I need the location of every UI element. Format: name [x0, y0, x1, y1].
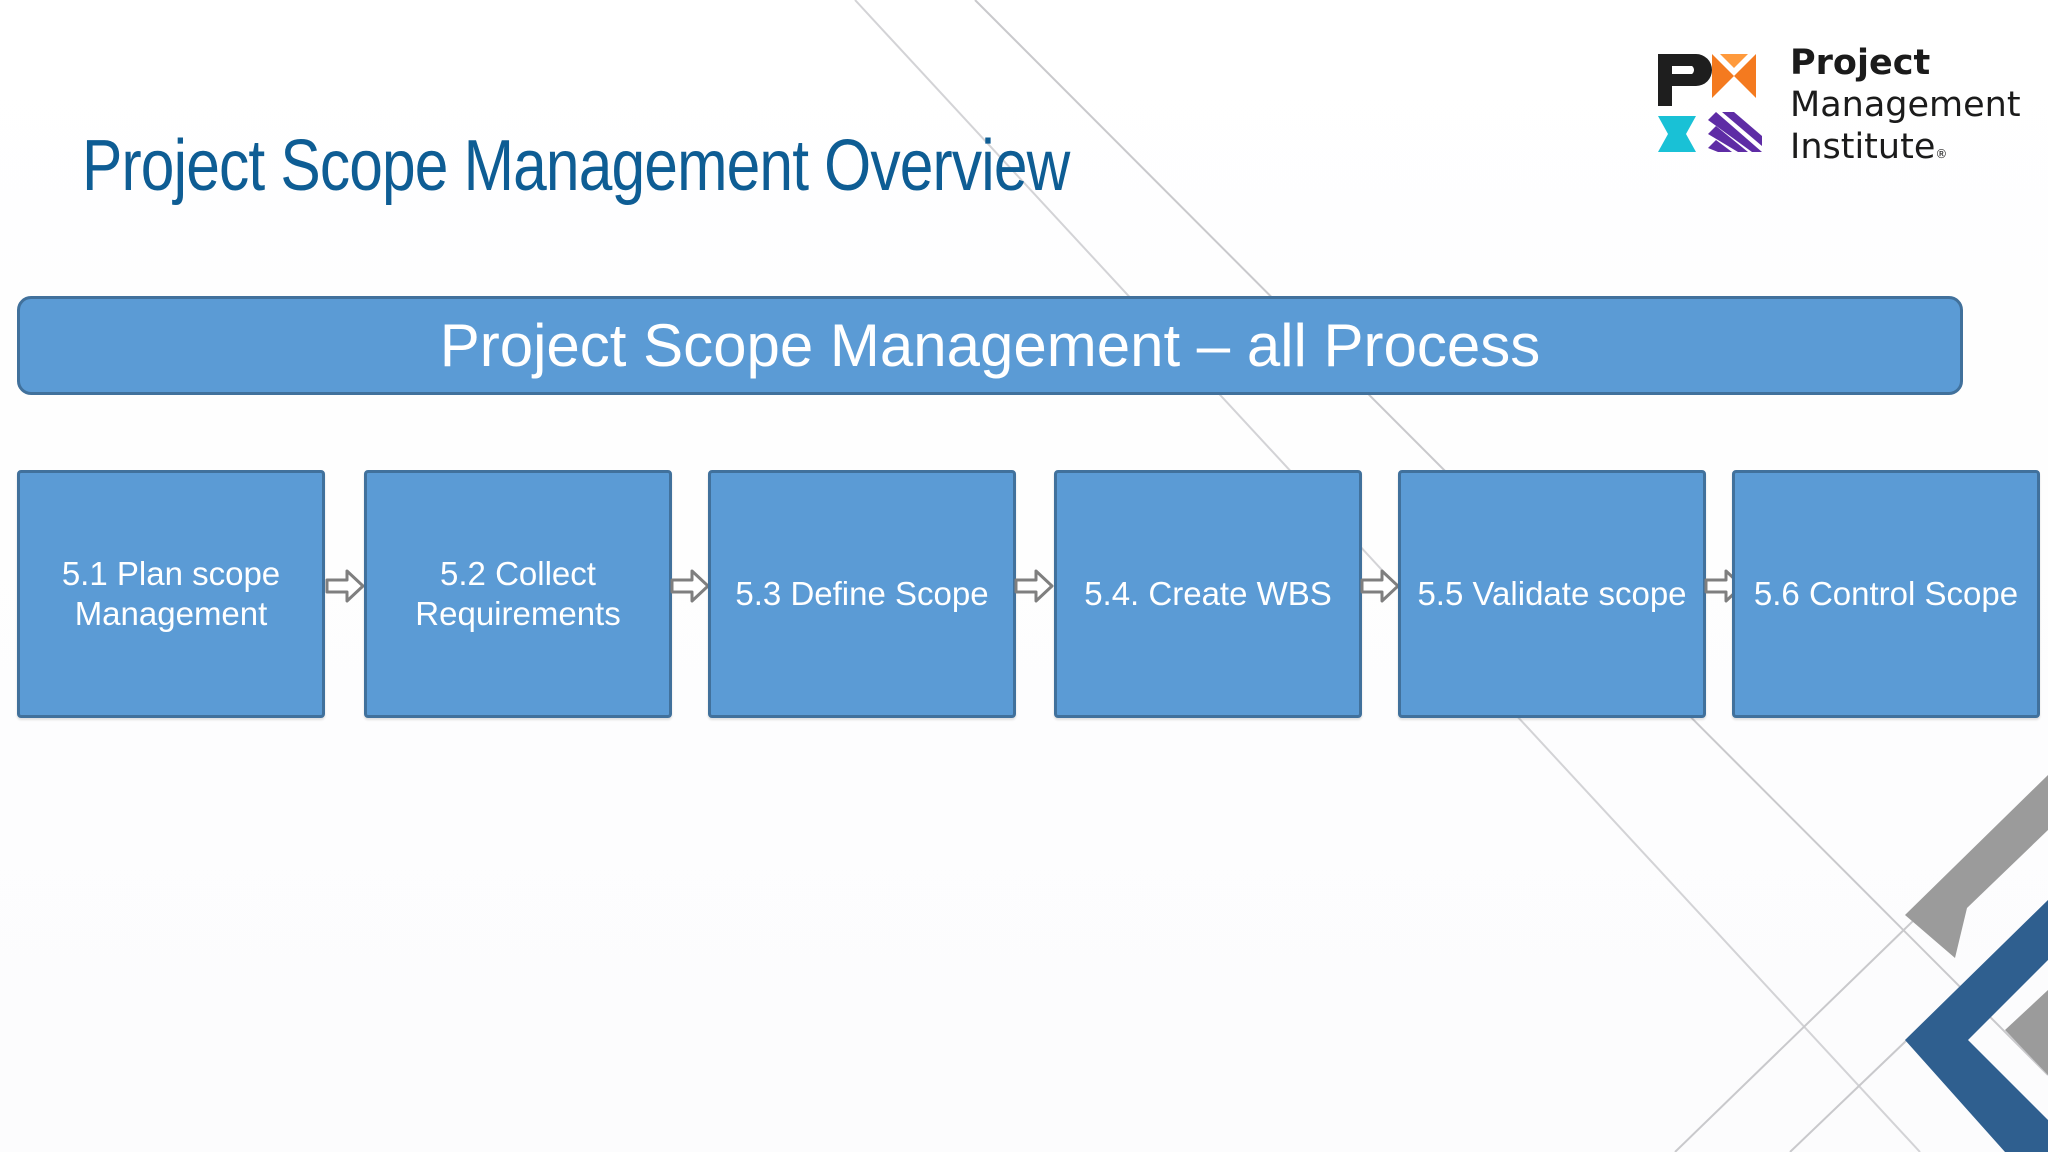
- pmi-logo-wordmark: Project Management Institute®: [1790, 42, 2021, 175]
- step-plan-scope-management: 5.1 Plan scope Management: [17, 470, 325, 718]
- step-collect-requirements: 5.2 Collect Requirements: [364, 470, 672, 718]
- step-label: 5.1 Plan scope Management: [61, 555, 281, 632]
- hollow-right-arrow-icon: [1360, 569, 1400, 603]
- step-define-scope: 5.3 Define Scope: [708, 470, 1016, 718]
- logo-line-institute: Institute®: [1790, 126, 2021, 175]
- registered-mark: ®: [1935, 147, 1948, 161]
- slide-title: Project Scope Management Overview: [82, 126, 1070, 206]
- step-validate-scope: 5.5 Validate scope: [1398, 470, 1706, 718]
- step-label: 5.3 Define Scope: [735, 575, 989, 612]
- hollow-right-arrow-icon: [325, 569, 365, 603]
- hollow-right-arrow-icon: [670, 569, 710, 603]
- step-label: 5.6 Control Scope: [1753, 575, 2019, 612]
- step-label: 5.5 Validate scope: [1417, 575, 1687, 612]
- step-control-scope: 5.6 Control Scope: [1732, 470, 2040, 718]
- step-label: 5.4. Create WBS: [1084, 575, 1332, 612]
- process-banner: Project Scope Management – all Process: [17, 296, 1963, 395]
- logo-line-project: Project: [1790, 43, 1931, 83]
- pmi-logo-icon: [1658, 54, 1762, 152]
- banner-label: Project Scope Management – all Process: [439, 311, 1541, 379]
- logo-institute-text: Institute: [1790, 127, 1936, 167]
- step-label: 5.2 Collect Requirements: [415, 555, 621, 632]
- logo-line-management: Management: [1790, 85, 2021, 125]
- step-create-wbs: 5.4. Create WBS: [1054, 470, 1362, 718]
- hollow-right-arrow-icon: [1014, 569, 1054, 603]
